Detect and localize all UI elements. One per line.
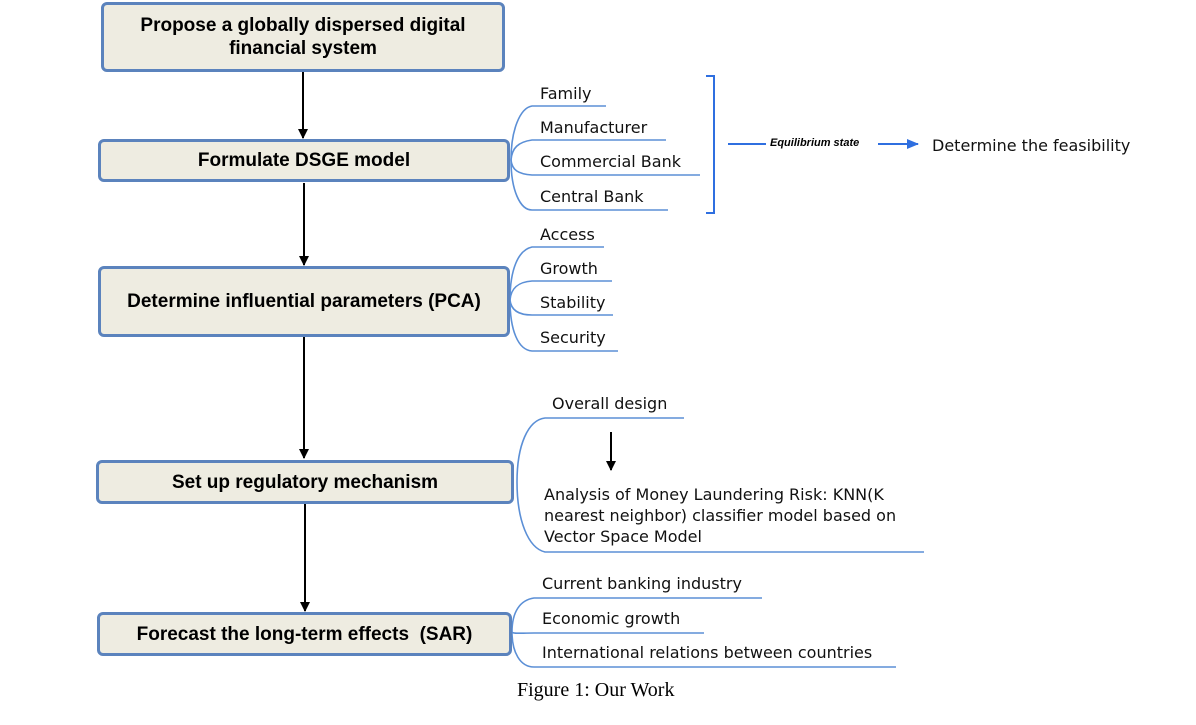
effects-branches [511,597,896,668]
feasibility-result: Determine the feasibility [932,136,1131,155]
step-label: Set up regulatory mechanism [171,471,439,493]
step-label: Forecast the long-term effects (SAR) [136,623,473,645]
param-access: Access [540,225,595,244]
effect-banking-industry: Current banking industry [542,574,742,593]
money-laundering-analysis: Analysis of Money Laundering Risk: KNN(K… [544,485,897,546]
agent-central-bank: Central Bank [540,187,644,206]
param-security: Security [540,328,606,347]
effect-economic-growth: Economic growth [542,609,681,628]
step-determine-parameters: Determine influential parameters (PCA) [98,266,510,337]
step-label: Formulate DSGE model [197,150,411,171]
effect-international-relations: International relations between countrie… [542,643,873,662]
equilibrium-bracket [706,75,919,214]
step-regulatory-mechanism: Set up regulatory mechanism [96,460,514,504]
agent-commercial-bank: Commercial Bank [540,152,681,171]
regulatory-branches [516,417,924,553]
dsge-branches [510,105,700,211]
step-forecast-effects: Forecast the long-term effects (SAR) [97,612,512,656]
figure-caption: Figure 1: Our Work [517,679,675,701]
equilibrium-label: Equilibrium state [770,137,860,149]
step-formulate-dsge: Formulate DSGE model [98,139,510,182]
parameter-branches [509,246,618,352]
agent-manufacturer: Manufacturer [540,118,648,137]
step-label: Propose a globally dispersed digital fin… [140,15,466,59]
step-propose-system: Propose a globally dispersed digital fin… [101,2,505,72]
step-label: Determine influential parameters (PCA) [127,291,481,312]
overall-design: Overall design [552,394,668,413]
agent-family: Family [540,84,592,103]
param-growth: Growth [540,259,598,278]
param-stability: Stability [540,293,606,312]
